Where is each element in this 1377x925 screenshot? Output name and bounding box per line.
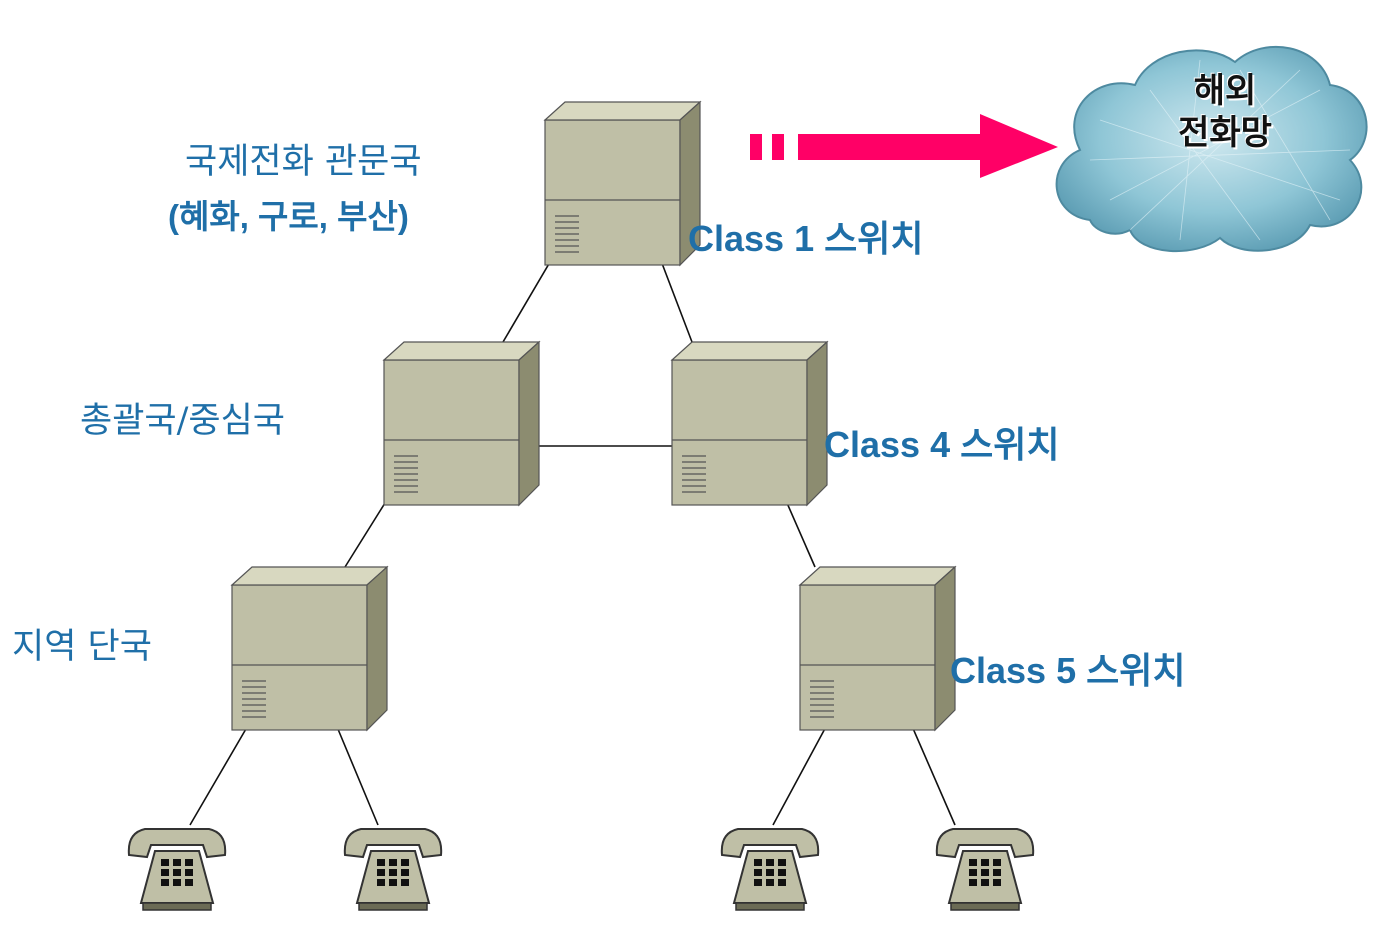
telephone-icon xyxy=(343,828,443,911)
telephone-icon xyxy=(935,828,1035,911)
class5-switch-right-icon xyxy=(799,566,956,731)
class1-right-label: Class 1 스위치 xyxy=(688,218,924,259)
right-arrow-icon xyxy=(750,114,1058,178)
cloud-label-line2: 전화망 xyxy=(1178,114,1272,152)
cloud-icon xyxy=(1055,46,1368,253)
connection-lines xyxy=(189,244,956,826)
class1-switch-icon xyxy=(544,101,701,266)
class4-left-label: 총괄국/중심국 xyxy=(80,401,285,441)
telephone-icon xyxy=(720,828,820,911)
class1-left-sublabel: (혜화, 구로, 부산) xyxy=(168,198,409,235)
class4-switch-left-icon xyxy=(383,341,540,506)
class5-right-label: Class 5 스위치 xyxy=(950,650,1186,691)
class4-right-label: Class 4 스위치 xyxy=(824,424,1060,465)
class5-switch-left-icon xyxy=(231,566,388,731)
cloud-label-line1: 해외 xyxy=(1193,72,1257,110)
class1-left-label: 국제전화 관문국 xyxy=(185,142,422,182)
class4-switch-right-icon xyxy=(671,341,828,506)
telephone-icon xyxy=(127,828,227,911)
class5-left-label: 지역 단국 xyxy=(12,627,152,667)
